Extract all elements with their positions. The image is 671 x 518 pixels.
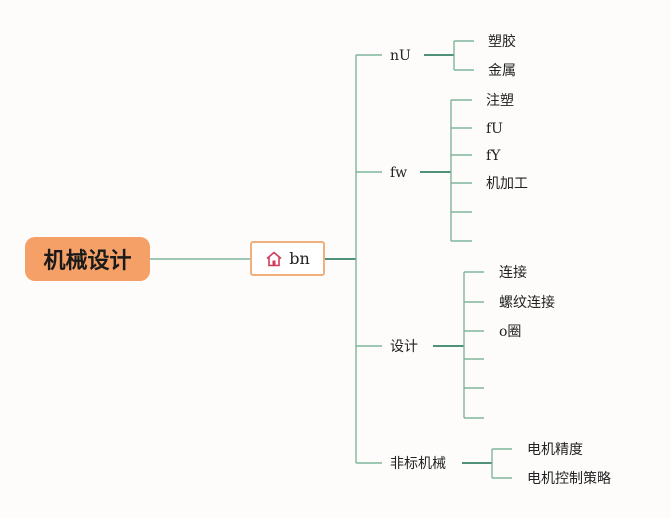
subtopic-machining[interactable]: 机加工 xyxy=(486,176,528,192)
subtopic-motor-precision[interactable]: 电机精度 xyxy=(527,442,583,458)
subtopic-plastic[interactable]: 塑胶 xyxy=(488,34,516,50)
subtopic-injection-molding[interactable]: 注塑 xyxy=(486,93,514,109)
root-topic-label: 机械设计 xyxy=(43,249,132,274)
subtopic-fy[interactable]: fY xyxy=(486,148,501,164)
subtopic-connection[interactable]: 连接 xyxy=(499,265,527,281)
subtopic-motor-control-strategy[interactable]: 电机控制策略 xyxy=(527,471,611,487)
branch-topic-nu[interactable]: nU xyxy=(390,48,411,64)
subtopic-fu[interactable]: fU xyxy=(486,121,503,137)
hub-topic[interactable]: bn xyxy=(250,241,325,276)
root-topic[interactable]: 机械设计 xyxy=(25,237,150,281)
home-icon xyxy=(265,250,283,268)
branch-topic-nonstandard-machinery[interactable]: 非标机械 xyxy=(390,456,446,472)
subtopic-threaded-connection[interactable]: 螺纹连接 xyxy=(499,295,555,311)
subtopic-metal[interactable]: 金属 xyxy=(488,63,516,79)
branch-topic-fw[interactable]: fw xyxy=(390,165,408,181)
subtopic-o-ring[interactable]: o圈 xyxy=(499,324,522,340)
branch-topic-design[interactable]: 设计 xyxy=(390,339,418,355)
hub-topic-label: bn xyxy=(289,249,310,268)
